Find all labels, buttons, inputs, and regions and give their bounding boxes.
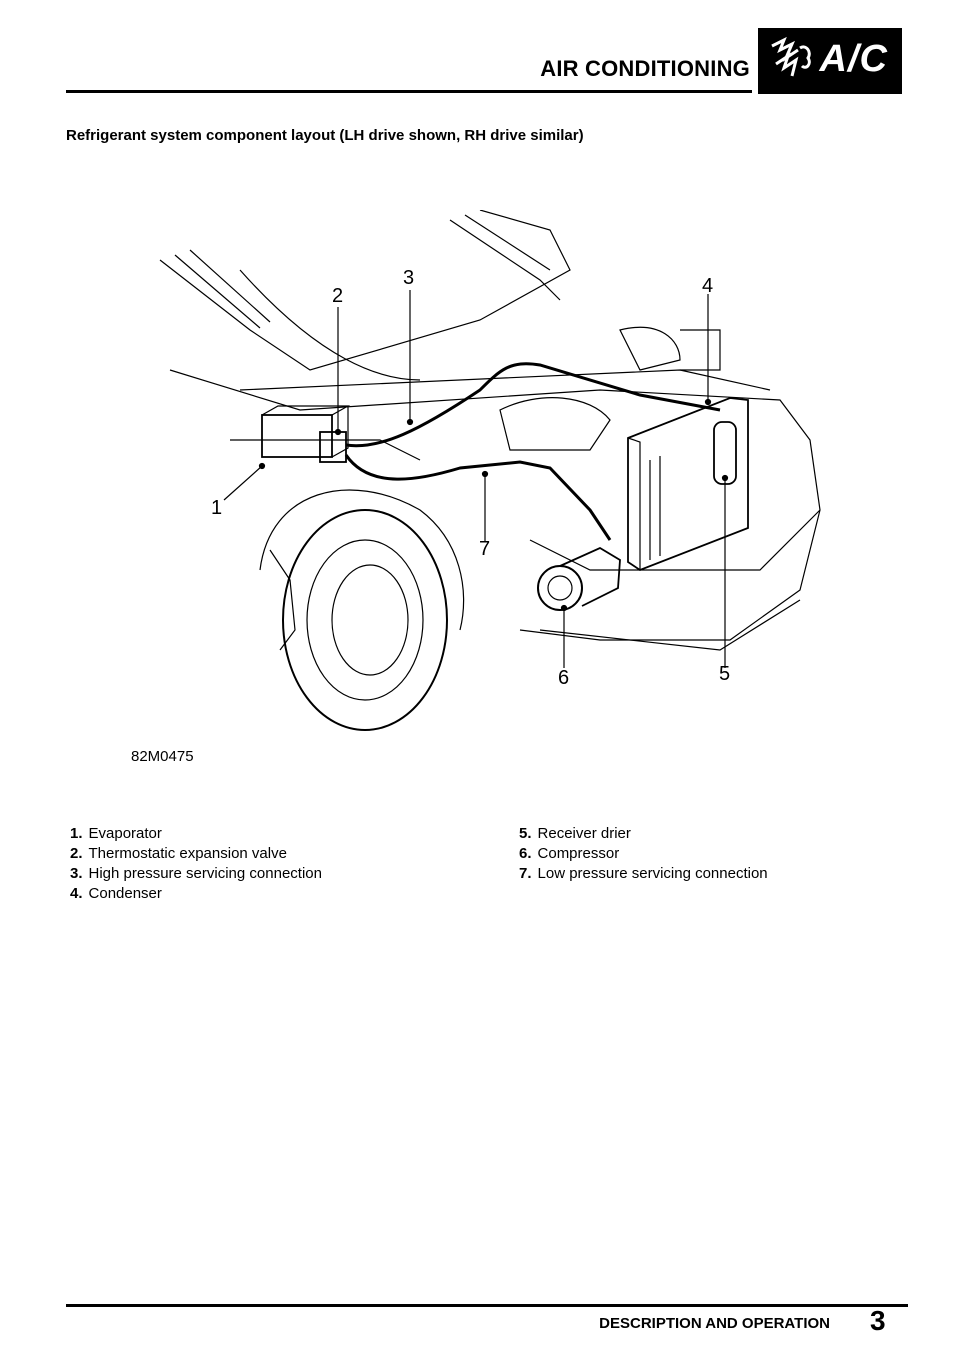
legend-label: High pressure servicing connection: [88, 865, 322, 882]
legend-item: 1. Evaporator: [70, 824, 322, 844]
callout-2: 2: [332, 285, 344, 307]
legend-label: Condenser: [88, 885, 162, 902]
callout-6: 6: [558, 667, 570, 689]
legend-item: 5. Receiver drier: [519, 824, 768, 844]
air-flow-icon: [771, 36, 811, 77]
legend-item: 2. Thermostatic expansion valve: [70, 844, 322, 864]
air-conditioning-logo: A/C: [758, 28, 902, 94]
header-rule: [66, 90, 752, 93]
legend-label: Low pressure servicing connection: [537, 865, 768, 882]
legend-item: 4. Condenser: [70, 884, 322, 904]
callout-1: 1: [211, 497, 223, 519]
callout-3: 3: [403, 267, 415, 289]
legend-left: 1. Evaporator 2. Thermostatic expansion va…: [70, 824, 322, 904]
legend-number: 1.: [70, 825, 83, 842]
legend-item: 6. Compressor: [519, 844, 768, 864]
legend-label: Receiver drier: [537, 825, 631, 842]
page-number: 3: [870, 1305, 886, 1336]
legend-number: 5.: [519, 825, 532, 842]
legend-number: 6.: [519, 845, 532, 862]
legend-number: 4.: [70, 885, 83, 902]
legend-label: Compressor: [537, 845, 620, 862]
refrigerant-layout-diagram: [120, 210, 840, 770]
legend-item: 3. High pressure servicing connection: [70, 864, 322, 884]
figure-caption: Refrigerant system component layout (LH …: [66, 127, 584, 144]
section-title: AIR CONDITIONING: [540, 56, 750, 81]
logo-text: A/C: [819, 38, 888, 80]
footer-section-title: DESCRIPTION AND OPERATION: [599, 1315, 830, 1332]
legend-right: 5. Receiver drier 6. Compressor 7. Low pres…: [519, 824, 768, 884]
callout-7: 7: [479, 538, 491, 560]
callout-4: 4: [702, 275, 714, 297]
legend-number: 3.: [70, 865, 83, 882]
legend-number: 7.: [519, 865, 532, 882]
callout-5: 5: [719, 663, 731, 685]
legend-label: Thermostatic expansion valve: [88, 845, 287, 862]
legend-number: 2.: [70, 845, 83, 862]
diagram-reference: 82M0475: [131, 748, 194, 765]
legend-label: Evaporator: [88, 825, 162, 842]
footer-rule: [66, 1304, 908, 1307]
legend-item: 7. Low pressure servicing connection: [519, 864, 768, 884]
